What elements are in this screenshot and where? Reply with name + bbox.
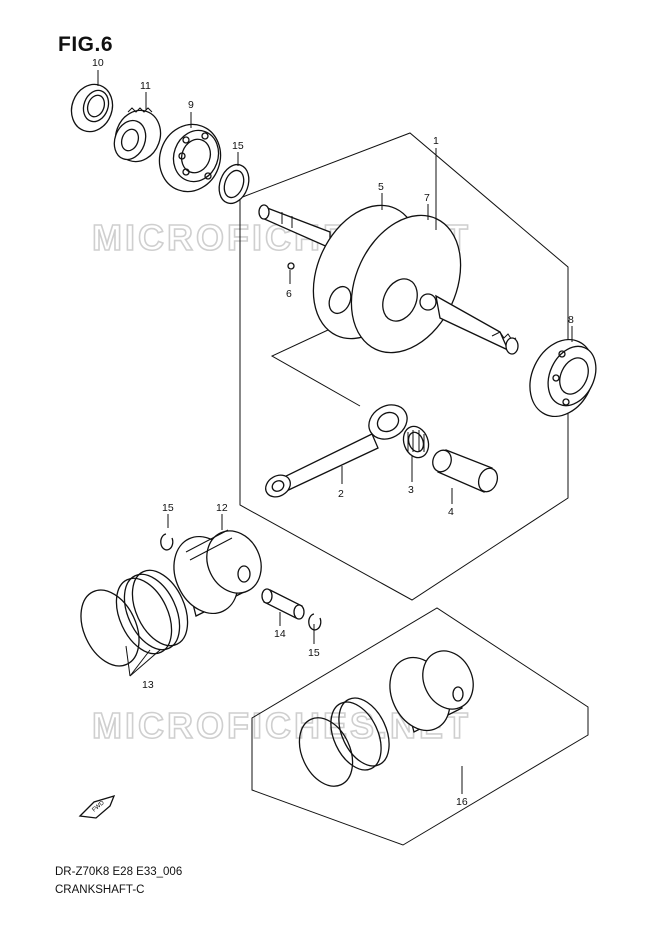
callout-14: 14 (274, 628, 286, 640)
callout-6: 6 (286, 288, 292, 300)
group-name: CRANKSHAFT-C (55, 884, 145, 896)
piston-pin-part[interactable] (261, 588, 305, 620)
leader-lines (97, 70, 573, 794)
callout-11: 11 (140, 80, 151, 92)
callout-15-top: 15 (162, 502, 174, 514)
piston-rings-part[interactable] (70, 562, 199, 676)
bearing-8-part[interactable] (518, 329, 606, 427)
callout-16: 15 (232, 140, 244, 152)
oil-seal-part[interactable] (65, 79, 119, 138)
crank-pin-part[interactable] (430, 448, 501, 495)
callout-7: 7 (424, 192, 430, 204)
model-code: DR-Z70K8 E28 E33_006 (55, 866, 183, 878)
callout-15-bottom: 15 (308, 647, 320, 659)
key-part[interactable] (287, 262, 295, 270)
callout-17: 16 (456, 796, 468, 808)
callout-8: 8 (568, 314, 574, 326)
callout-3: 3 (408, 484, 414, 496)
crankshaft-group-outline (239, 132, 569, 601)
crankshaft-part[interactable] (258, 188, 519, 370)
piston-set-group-outline (251, 607, 589, 846)
connecting-rod-part[interactable] (262, 398, 414, 501)
circlip-bottom-part[interactable] (308, 613, 322, 631)
callout-labels: 10 11 9 15 1 5 7 6 8 2 3 4 12 15 13 14 1… (92, 57, 574, 808)
callout-10: 10 (92, 57, 104, 69)
callout-9: 9 (188, 99, 194, 111)
callout-2: 2 (338, 488, 344, 500)
callout-4: 4 (448, 506, 454, 518)
forward-direction-arrow: FWD (78, 794, 116, 819)
callout-12: 12 (216, 502, 228, 514)
callout-1: 1 (433, 135, 439, 147)
gear-part[interactable] (108, 104, 167, 168)
callout-5: 5 (378, 181, 384, 193)
bearing-9-part[interactable] (150, 116, 230, 200)
piston-set-part[interactable] (289, 643, 482, 795)
callout-13: 13 (142, 679, 154, 691)
needle-bearing-part[interactable] (399, 423, 432, 461)
shim-part[interactable] (214, 160, 254, 207)
figure-title: FIG.6 (58, 33, 114, 56)
circlip-top-part[interactable] (160, 533, 174, 551)
assembly-guide-line (270, 329, 361, 407)
piston-part[interactable] (162, 522, 271, 624)
